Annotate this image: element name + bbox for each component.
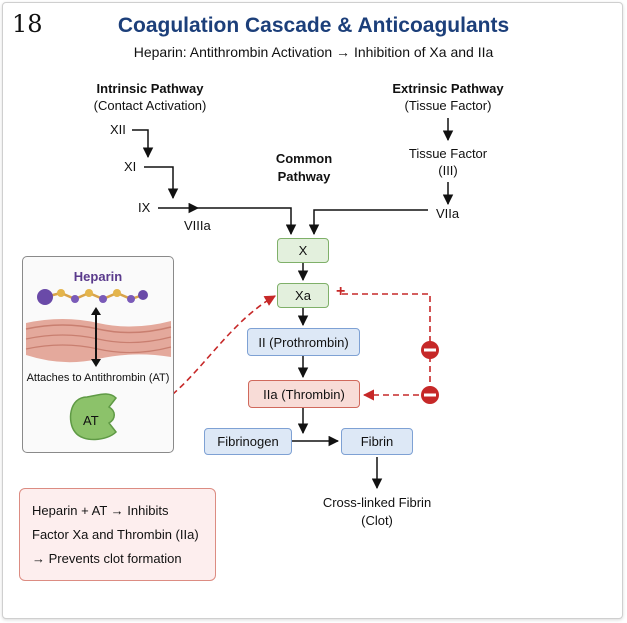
intrinsic-title: Intrinsic Pathway (96, 81, 204, 96)
vessel-wall-icon (25, 319, 172, 363)
common-pathway-line1: Common (275, 151, 333, 166)
heparin-panel: Heparin Attaches to Antithrombin (22, 256, 174, 453)
clot-label-line2: (Clot) (361, 513, 393, 528)
arrow-intrinsic-to-x (198, 207, 297, 236)
heparin-illustration (25, 289, 172, 441)
inhibition-line-xa (342, 293, 431, 401)
note-line-3: → Prevents clot formation (32, 551, 182, 566)
node-thrombin: IIa (Thrombin) (248, 380, 360, 408)
page-subtitle: Heparin: Antithrombin Activation → Inhib… (133, 44, 494, 60)
factor-ix: IX (138, 200, 151, 215)
factor-xi: XI (124, 159, 137, 174)
heparin-attach-label: Attaches to Antithrombin (AT) (26, 372, 170, 384)
node-fibrinogen: Fibrinogen (204, 428, 292, 455)
arrow-xi-to-ix (144, 166, 179, 200)
clot-label-line1: Cross-linked Fibrin (322, 495, 432, 510)
common-pathway-line2: Pathway (277, 169, 331, 184)
heparin-title: Heparin (73, 269, 123, 284)
node-factor-xa: Xa (277, 283, 329, 308)
extrinsic-subtitle: (Tissue Factor) (404, 98, 492, 113)
factor-xii: XII (110, 122, 126, 137)
factor-viia: VIIa (436, 206, 460, 221)
intrinsic-subtitle: (Contact Activation) (93, 98, 207, 113)
summary-note-box: Heparin + AT → Inhibits Factor Xa and Th… (19, 488, 216, 581)
antithrombin-icon (69, 393, 117, 441)
arrow-xii-to-xi (132, 129, 154, 159)
double-arrow-icon (91, 307, 101, 367)
node-prothrombin: II (Prothrombin) (247, 328, 360, 356)
inhibit-badge-upper (421, 341, 439, 359)
tissue-factor-roman: (III) (438, 163, 458, 178)
inhibition-tee-symbol: + (336, 283, 346, 300)
note-line-1: Heparin + AT → Inhibits (32, 503, 169, 518)
page-number: 18 (12, 10, 43, 38)
factor-viiia: VIIIa (184, 218, 211, 233)
tissue-factor-label: Tissue Factor (408, 146, 488, 161)
antithrombin-label: AT (83, 413, 99, 428)
page-title: Coagulation Cascade & Anticoagulants (117, 14, 510, 37)
node-factor-x: X (277, 238, 329, 263)
heparin-chain-icon (37, 289, 148, 305)
inhibit-badge-lower (421, 386, 439, 404)
extrinsic-title: Extrinsic Pathway (392, 81, 504, 96)
arrow-extrinsic-to-x (308, 209, 428, 236)
node-fibrin: Fibrin (341, 428, 413, 455)
note-line-2: Factor Xa and Thrombin (IIa) (32, 527, 199, 542)
